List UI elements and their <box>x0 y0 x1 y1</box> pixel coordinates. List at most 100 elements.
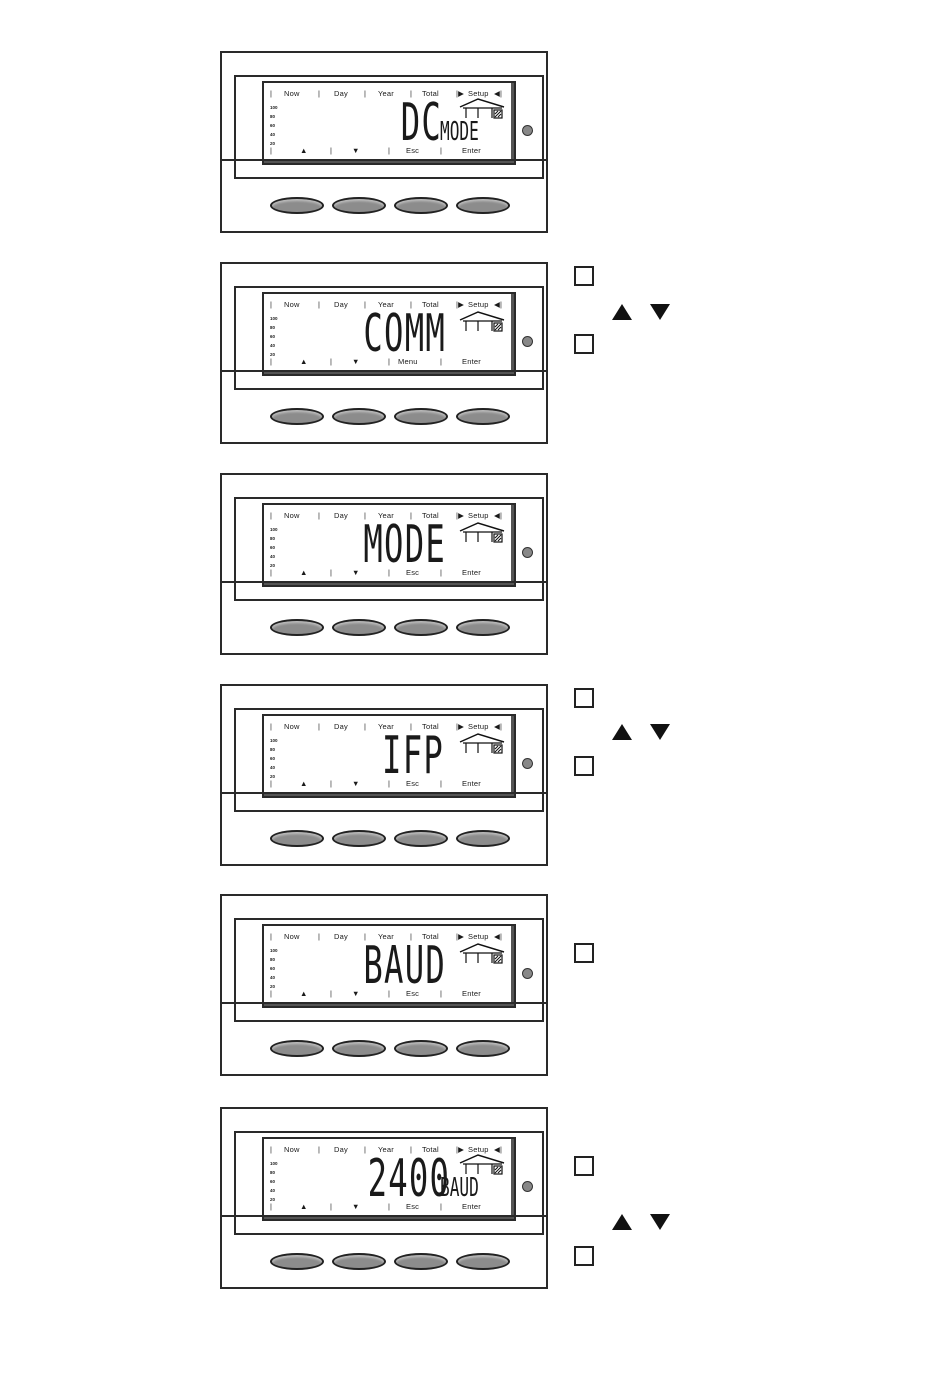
house-icon <box>459 522 505 543</box>
step-checkbox[interactable] <box>574 334 594 354</box>
lcd-top-labels: | Now | Day | Year | Total |▶ Setup ◀| <box>270 300 503 309</box>
status-led <box>522 1181 533 1192</box>
arrow-down-icon: ▼ <box>352 779 360 788</box>
key-4-button[interactable] <box>456 1040 510 1057</box>
key-4-button[interactable] <box>456 197 510 214</box>
setup-left-marker-icon: |▶ <box>456 89 465 98</box>
label-day: Day <box>334 722 348 731</box>
setup-right-marker-icon: ◀| <box>494 722 503 731</box>
label-esc: Esc <box>406 1202 420 1211</box>
label-setup: Setup <box>468 300 489 309</box>
bar-scale: 100 80 60 40 20 <box>270 316 278 357</box>
label-esc: Esc <box>406 779 420 788</box>
inverter-display-panel: | Now | Day | Year | Total |▶ Setup ◀| 1… <box>220 1107 548 1289</box>
display-frame: | Now | Day | Year | Total |▶ Setup ◀| 1… <box>234 75 544 179</box>
lcd-top-labels: | Now | Day | Year | Total |▶ Setup ◀| <box>270 511 503 520</box>
label-setup: Setup <box>468 722 489 731</box>
key-3-button[interactable] <box>394 830 448 847</box>
label-total: Total <box>422 511 439 520</box>
arrow-down-icon: ▼ <box>352 989 360 998</box>
label-total: Total <box>422 932 439 941</box>
setup-left-marker-icon: |▶ <box>456 932 465 941</box>
step-checkbox[interactable] <box>574 1246 594 1266</box>
inverter-display-panel: | Now | Day | Year | Total |▶ Setup ◀| 1… <box>220 894 548 1076</box>
lcd-top-labels: | Now | Day | Year | Total |▶ Setup ◀| <box>270 932 503 941</box>
up-arrow-icon <box>612 1214 632 1230</box>
key-4-button[interactable] <box>456 408 510 425</box>
house-icon <box>459 1154 505 1175</box>
arrow-up-icon: ▲ <box>300 357 308 366</box>
key-2-button[interactable] <box>332 619 386 636</box>
label-day: Day <box>334 1145 348 1154</box>
key-1-button[interactable] <box>270 830 324 847</box>
step-checkbox[interactable] <box>574 266 594 286</box>
key-2-button[interactable] <box>332 830 386 847</box>
step-checkbox[interactable] <box>574 1156 594 1176</box>
key-1-button[interactable] <box>270 197 324 214</box>
label-day: Day <box>334 932 348 941</box>
down-arrow-icon <box>650 724 670 740</box>
status-led <box>522 336 533 347</box>
setup-right-marker-icon: ◀| <box>494 511 503 520</box>
label-year: Year <box>378 932 394 941</box>
lcd-bottom-labels: | ▲ | ▼ | Esc | Enter <box>270 779 481 788</box>
lcd-screen: | Now | Day | Year | Total |▶ Setup ◀| 1… <box>262 81 516 165</box>
label-total: Total <box>422 300 439 309</box>
label-setup: Setup <box>468 932 489 941</box>
step-checkbox[interactable] <box>574 756 594 776</box>
lcd-bottom-labels: | ▲ | ▼ | Esc | Enter <box>270 1202 481 1211</box>
arrow-down-icon: ▼ <box>352 1202 360 1211</box>
label-esc: Esc <box>406 568 420 577</box>
key-4-button[interactable] <box>456 830 510 847</box>
label-setup: Setup <box>468 89 489 98</box>
lcd-screen: | Now | Day | Year | Total |▶ Setup ◀| 1… <box>262 924 516 1008</box>
key-2-button[interactable] <box>332 408 386 425</box>
lcd-sub-readout: BAUD <box>440 1173 479 1203</box>
key-4-button[interactable] <box>456 1253 510 1270</box>
label-enter: Enter <box>462 568 481 577</box>
label-year: Year <box>378 300 394 309</box>
key-4-button[interactable] <box>456 619 510 636</box>
arrow-up-icon: ▲ <box>300 568 308 577</box>
lcd-top-labels: | Now | Day | Year | Total |▶ Setup ◀| <box>270 89 503 98</box>
key-3-button[interactable] <box>394 408 448 425</box>
key-1-button[interactable] <box>270 1253 324 1270</box>
key-3-button[interactable] <box>394 1040 448 1057</box>
label-enter: Enter <box>462 989 481 998</box>
label-enter: Enter <box>462 1202 481 1211</box>
arrow-up-icon: ▲ <box>300 1202 308 1211</box>
step-checkbox[interactable] <box>574 943 594 963</box>
label-now: Now <box>284 89 300 98</box>
label-total: Total <box>422 722 439 731</box>
status-led <box>522 758 533 769</box>
key-2-button[interactable] <box>332 1253 386 1270</box>
house-icon <box>459 733 505 754</box>
label-year: Year <box>378 511 394 520</box>
step-checkbox[interactable] <box>574 688 594 708</box>
house-icon <box>459 98 505 119</box>
key-1-button[interactable] <box>270 619 324 636</box>
inverter-display-panel: | Now | Day | Year | Total |▶ Setup ◀| 1… <box>220 51 548 233</box>
key-3-button[interactable] <box>394 1253 448 1270</box>
key-2-button[interactable] <box>332 197 386 214</box>
key-1-button[interactable] <box>270 408 324 425</box>
house-icon <box>459 311 505 332</box>
arrow-down-icon: ▼ <box>352 568 360 577</box>
label-year: Year <box>378 1145 394 1154</box>
lcd-main-readout: IFP <box>382 726 444 786</box>
lcd-main-readout: DC <box>400 93 442 153</box>
arrow-up-icon: ▲ <box>300 779 308 788</box>
label-total: Total <box>422 1145 439 1154</box>
key-3-button[interactable] <box>394 619 448 636</box>
label-now: Now <box>284 300 300 309</box>
down-arrow-icon <box>650 304 670 320</box>
arrow-up-icon: ▲ <box>300 989 308 998</box>
display-frame: | Now | Day | Year | Total |▶ Setup ◀| 1… <box>234 918 544 1022</box>
key-2-button[interactable] <box>332 1040 386 1057</box>
key-3-button[interactable] <box>394 197 448 214</box>
lcd-screen: | Now | Day | Year | Total |▶ Setup ◀| 1… <box>262 1137 516 1221</box>
house-icon <box>459 943 505 964</box>
key-1-button[interactable] <box>270 1040 324 1057</box>
label-year: Year <box>378 89 394 98</box>
lcd-main-readout: 2400 <box>367 1149 451 1209</box>
